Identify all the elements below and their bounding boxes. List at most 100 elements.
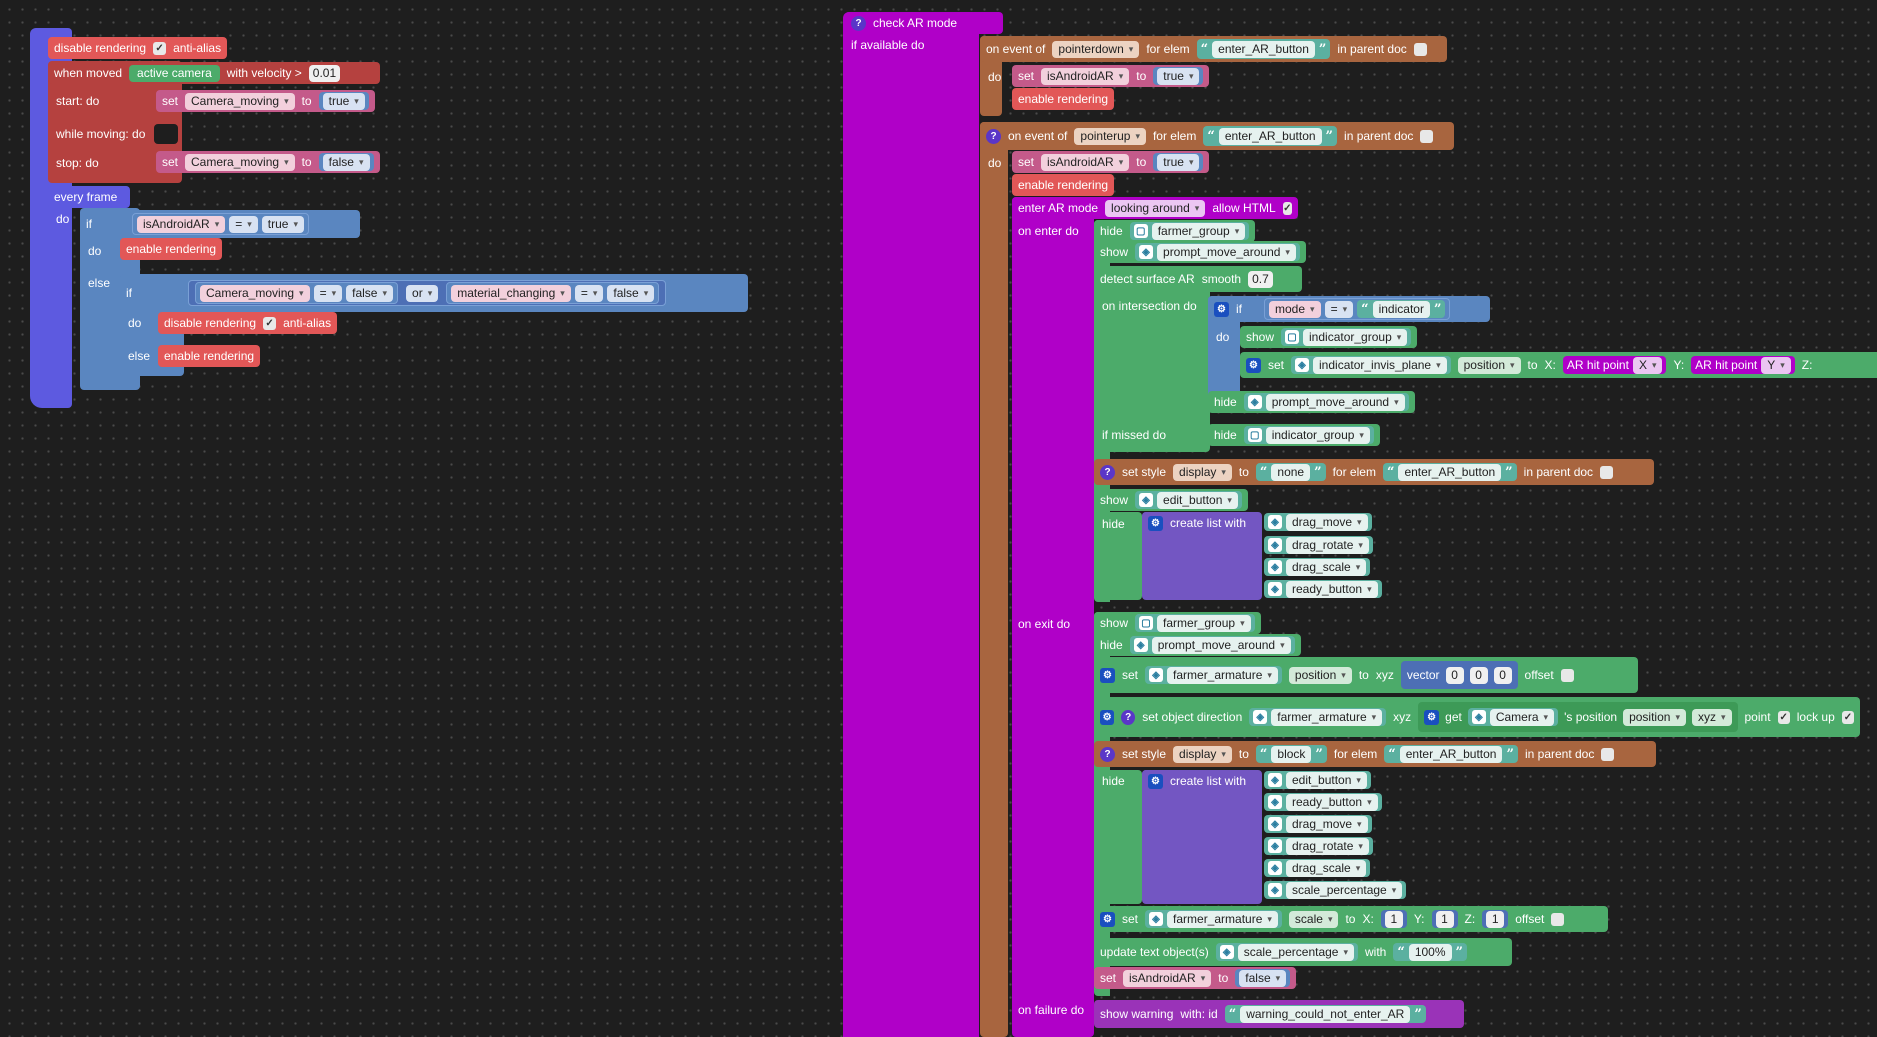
list-item-scale-percentage[interactable]: ◈scale_percentage [1264,881,1407,899]
allow-html-checkbox[interactable]: ✓ [1282,201,1292,215]
or-operator[interactable]: or [406,284,439,302]
vector-x-input[interactable]: 0 [1445,666,1464,684]
position-option[interactable]: position [1288,666,1352,684]
list-item-drag-scale-2[interactable]: ◈drag_scale [1264,859,1371,877]
drag-scale-option[interactable]: drag_scale [1286,859,1367,877]
camera-moving-var[interactable]: Camera_moving [200,284,310,302]
enable-rendering-block[interactable]: enable rendering [120,238,223,260]
set-is-android-ar-true-2[interactable]: set isAndroidAR to true [1012,151,1210,173]
list-item-drag-scale[interactable]: ◈drag_scale [1264,558,1371,576]
disable-rendering-block[interactable]: disable rendering ✓ anti-alias [48,37,228,59]
prompt-move-around-option[interactable]: prompt_move_around [1157,243,1296,261]
show-prompt-move-around[interactable]: show ◈prompt_move_around [1094,241,1306,263]
in-parent-doc-checkbox[interactable] [1601,747,1615,761]
lock-up-checkbox[interactable]: ✓ [1841,710,1854,724]
false-value[interactable]: false [346,284,394,302]
pointerup-event-block[interactable] [980,122,1008,1037]
hide-list-block[interactable] [1094,512,1142,600]
gear-icon[interactable]: ⚙ [1148,773,1163,789]
create-list-header[interactable]: ⚙ create list with [1142,512,1253,534]
outer-if-header[interactable]: if isAndroidAR = true [80,210,360,238]
ready-button-option[interactable]: ready_button [1286,793,1378,811]
drag-move-option[interactable]: drag_move [1286,815,1368,833]
update-text-objects[interactable]: update text object(s) ◈scale_percentage … [1094,938,1512,966]
farmer-armature-option[interactable]: farmer_armature [1167,910,1278,928]
anti-alias-checkbox[interactable]: ✓ [263,316,277,330]
in-parent-doc-checkbox[interactable] [1413,42,1427,56]
enter-ar-button-text[interactable]: enter_AR_button [1399,745,1503,763]
eq-operator[interactable]: = [313,284,343,302]
gear-icon[interactable]: ⚙ [1246,357,1261,373]
scale-x-input[interactable]: 1 [1384,910,1403,928]
vector-y-input[interactable]: 0 [1469,666,1488,684]
create-list-header-2[interactable]: ⚙ create list with [1142,770,1253,792]
inner-if-header[interactable]: if Camera_moving = false or material_cha… [120,274,748,312]
list-item-ready-button-2[interactable]: ◈ready_button [1264,793,1382,811]
mode-if-header[interactable]: ⚙ if mode = “indicator” [1208,296,1490,322]
active-camera-input[interactable]: active camera [129,64,220,82]
drag-rotate-option[interactable]: drag_rotate [1286,837,1369,855]
in-parent-doc-checkbox[interactable] [1420,129,1434,143]
is-android-ar-var[interactable]: isAndroidAR [1123,969,1212,987]
set-is-android-ar-true[interactable]: set isAndroidAR to true [1012,65,1210,87]
when-moved-header[interactable]: when moved active camera with velocity >… [48,62,380,84]
help-icon[interactable]: ? [851,15,866,31]
list-item-ready-button[interactable]: ◈ready_button [1264,580,1382,598]
help-icon[interactable]: ? [1100,746,1115,762]
enter-ar-button-text[interactable]: enter_AR_button [1398,463,1502,481]
in-parent-doc-checkbox[interactable] [1600,465,1614,479]
vector-z-input[interactable]: 0 [1493,666,1512,684]
hide-list-block-2[interactable] [1094,770,1142,904]
scale-percentage-option[interactable]: scale_percentage [1286,881,1403,899]
block-text[interactable]: block [1271,745,1312,763]
false-value[interactable]: false [322,153,370,171]
camera-moving-var[interactable]: Camera_moving [185,153,295,171]
false-value[interactable]: false [607,284,655,302]
gear-icon[interactable]: ⚙ [1148,515,1163,531]
enter-ar-mode-block[interactable] [1012,197,1094,1037]
indicator-group-option[interactable]: indicator_group [1265,426,1370,444]
while-moving-slot[interactable] [154,124,178,144]
scale-option[interactable]: scale [1288,910,1339,928]
set-indicator-position[interactable]: ⚙ set ◈indicator_invis_plane position to… [1240,352,1877,378]
check-ar-mode-block[interactable] [843,12,979,1037]
enter-ar-mode-header[interactable]: enter AR mode looking around allow HTML … [1012,197,1298,219]
position-option[interactable]: position [1623,708,1686,726]
ready-button-option[interactable]: ready_button [1286,580,1378,598]
hide-prompt-move-around-2[interactable]: hide ◈prompt_move_around [1094,634,1301,656]
edit-button-option[interactable]: edit_button [1157,491,1238,509]
farmer-group-option[interactable]: farmer_group [1157,614,1251,632]
farmer-armature-option[interactable]: farmer_armature [1167,666,1278,684]
detect-surface-header[interactable]: detect surface AR smooth 0.7 [1094,266,1302,292]
smooth-input[interactable]: 0.7 [1248,270,1273,288]
false-value[interactable]: false [1239,969,1287,987]
set-style-block[interactable]: ? set style display to “block” for elem … [1094,741,1656,767]
gear-icon[interactable]: ⚙ [1100,911,1115,927]
eq-operator[interactable]: = [229,215,258,233]
true-value[interactable]: true [261,215,304,233]
warning-id-text[interactable]: warning_could_not_enter_AR [1240,1005,1411,1023]
enable-rendering-block-2[interactable]: enable rendering [1012,174,1115,196]
detect-surface-block[interactable] [1094,266,1210,452]
looking-around-option[interactable]: looking around [1105,199,1206,217]
enable-rendering-block[interactable]: enable rendering [1012,88,1115,110]
disable-rendering-block-2[interactable]: disable rendering ✓ anti-alias [158,312,338,334]
help-icon[interactable]: ? [1121,709,1136,725]
material-changing-var[interactable]: material_changing [451,284,571,302]
set-camera-moving-false[interactable]: set Camera_moving to false [156,151,380,173]
offset-checkbox[interactable] [1551,912,1565,926]
hundred-percent-text[interactable]: 100% [1408,943,1452,961]
hit-point-y-option[interactable]: Y [1761,356,1791,374]
gear-icon[interactable]: ⚙ [1424,709,1440,725]
drag-move-option[interactable]: drag_move [1286,513,1368,531]
hide-indicator-group[interactable]: hide ▢indicator_group [1208,424,1380,446]
hit-point-x-option[interactable]: X [1632,356,1663,374]
camera-moving-var[interactable]: Camera_moving [185,92,295,110]
set-style-none[interactable]: ? set style display to “none” for elem “… [1094,459,1654,485]
is-android-ar-var[interactable]: isAndroidAR [1041,67,1130,85]
prompt-move-around-option[interactable]: prompt_move_around [1151,636,1291,654]
gear-icon[interactable]: ⚙ [1100,667,1115,683]
true-value[interactable]: true [322,92,365,110]
pointerup-header[interactable]: ? on event of pointerup for elem “enter_… [980,122,1454,150]
position-option[interactable]: position [1457,356,1521,374]
